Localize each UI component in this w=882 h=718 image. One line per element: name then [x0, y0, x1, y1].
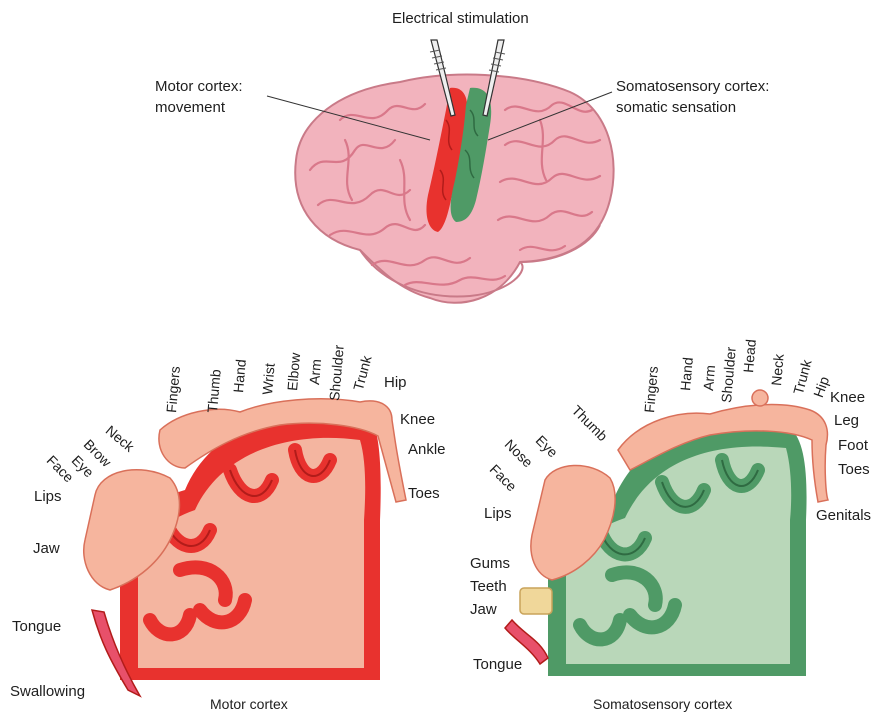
motor-label-hip: Hip — [384, 374, 407, 392]
sensory-label-toes: Toes — [838, 461, 870, 479]
sensory-label-jaw: Jaw — [470, 601, 497, 619]
motor-cortex-desc: movement — [155, 99, 225, 117]
motor-label-elbow: Elbow — [284, 352, 303, 391]
somatosensory-cortex-label: Somatosensory cortex: — [616, 78, 769, 96]
sensory-label-hand: Hand — [677, 357, 696, 392]
sensory-label-arm: Arm — [700, 364, 718, 391]
motor-label-tongue: Tongue — [12, 618, 61, 636]
motor-label-wrist: Wrist — [259, 362, 278, 395]
sensory-label-head: Head — [740, 339, 759, 374]
sensory-label-genitals: Genitals — [816, 507, 871, 525]
sensory-label-knee: Knee — [830, 389, 865, 407]
sensory-label-tongue: Tongue — [473, 656, 522, 674]
somatosensory-cortex-caption: Somatosensory cortex — [593, 696, 732, 712]
sensory-label-lips: Lips — [484, 505, 512, 523]
motor-label-toes: Toes — [408, 485, 440, 503]
sensory-label-teeth: Teeth — [470, 578, 507, 596]
sensory-label-gums: Gums — [470, 555, 510, 573]
motor-label-arm: Arm — [306, 358, 324, 385]
motor-label-ankle: Ankle — [408, 441, 446, 459]
motor-label-hand: Hand — [230, 359, 249, 394]
motor-cortex-caption: Motor cortex — [210, 696, 288, 712]
electrical-stimulation-label: Electrical stimulation — [392, 10, 529, 28]
sensory-label-leg: Leg — [834, 412, 859, 430]
brain-lateral-view — [295, 75, 613, 303]
sensory-label-neck: Neck — [768, 353, 787, 386]
motor-label-swallowing: Swallowing — [10, 683, 85, 701]
somatosensory-cortex-desc: somatic sensation — [616, 99, 736, 117]
sensory-label-foot: Foot — [838, 437, 868, 455]
motor-label-jaw: Jaw — [33, 540, 60, 558]
motor-label-knee: Knee — [400, 411, 435, 429]
motor-cortex-label: Motor cortex: — [155, 78, 243, 96]
motor-label-lips: Lips — [34, 488, 62, 506]
